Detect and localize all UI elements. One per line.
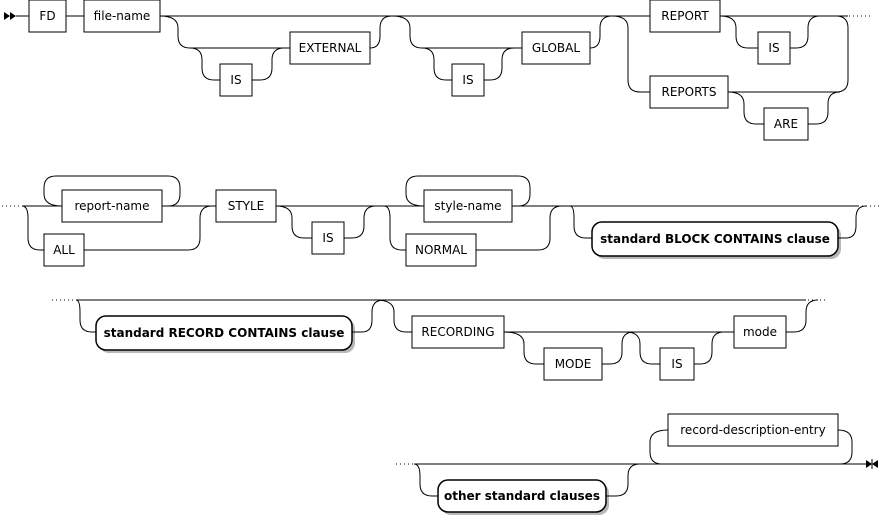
mode-keyword: MODE bbox=[543, 347, 603, 381]
is-external-keyword: IS bbox=[219, 63, 253, 97]
svg-text:GLOBAL: GLOBAL bbox=[532, 41, 580, 55]
svg-text:IS: IS bbox=[462, 73, 473, 87]
reports-keyword: REPORTS bbox=[649, 75, 729, 109]
fd-keyword: FD bbox=[28, 0, 67, 33]
other-standard-clauses: other standard clauses bbox=[437, 479, 609, 515]
style-keyword: STYLE bbox=[215, 189, 277, 223]
svg-text:IS: IS bbox=[322, 231, 333, 245]
record-description-entry-box: record-description-entry bbox=[667, 413, 839, 447]
report-name-box: report-name bbox=[61, 189, 163, 223]
record-contains-clause: standard RECORD CONTAINS clause bbox=[95, 315, 355, 353]
block-contains-clause: standard BLOCK CONTAINS clause bbox=[591, 221, 841, 259]
mode-box: mode bbox=[733, 315, 787, 349]
svg-text:standard BLOCK CONTAINS clause: standard BLOCK CONTAINS clause bbox=[600, 232, 830, 246]
svg-text:IS: IS bbox=[671, 357, 682, 371]
svg-text:record-description-entry: record-description-entry bbox=[680, 423, 825, 437]
end-marker-icon bbox=[866, 459, 878, 469]
svg-text:ALL: ALL bbox=[53, 243, 75, 257]
is-mode-keyword: IS bbox=[659, 347, 695, 381]
svg-text:EXTERNAL: EXTERNAL bbox=[299, 41, 362, 55]
svg-text:IS: IS bbox=[768, 41, 779, 55]
style-name-box: style-name bbox=[423, 189, 513, 223]
file-name-box: file-name bbox=[83, 0, 161, 33]
svg-text:NORMAL: NORMAL bbox=[415, 243, 467, 257]
recording-keyword: RECORDING bbox=[411, 315, 505, 349]
svg-text:style-name: style-name bbox=[434, 199, 501, 213]
normal-keyword: NORMAL bbox=[405, 233, 477, 267]
file-name-label: file-name bbox=[94, 9, 151, 23]
svg-text:standard RECORD CONTAINS claus: standard RECORD CONTAINS clause bbox=[104, 326, 345, 340]
svg-text:RECORDING: RECORDING bbox=[421, 325, 494, 339]
svg-text:REPORTS: REPORTS bbox=[661, 85, 716, 99]
svg-text:MODE: MODE bbox=[555, 357, 592, 371]
row-4: other standard clauses record-descriptio… bbox=[396, 413, 878, 515]
row-2: report-name ALL STYLE IS style-name bbox=[2, 175, 880, 267]
global-keyword: GLOBAL bbox=[521, 31, 591, 65]
svg-text:STYLE: STYLE bbox=[228, 199, 265, 213]
svg-text:mode: mode bbox=[743, 325, 777, 339]
are-keyword: ARE bbox=[763, 107, 809, 141]
svg-text:other standard clauses: other standard clauses bbox=[444, 489, 600, 503]
svg-text:REPORT: REPORT bbox=[661, 9, 709, 23]
start-marker-icon bbox=[4, 12, 16, 20]
is-global-keyword: IS bbox=[451, 63, 485, 97]
row-1: FD file-name IS EXTERNAL IS bbox=[4, 0, 872, 141]
report-keyword: REPORT bbox=[649, 0, 721, 33]
is-style-keyword: IS bbox=[311, 221, 345, 255]
svg-text:IS: IS bbox=[230, 73, 241, 87]
fd-label: FD bbox=[39, 9, 55, 23]
row-3: standard RECORD CONTAINS clause RECORDIN… bbox=[52, 299, 828, 381]
is-report-keyword: IS bbox=[757, 31, 791, 65]
svg-text:ARE: ARE bbox=[774, 117, 798, 131]
all-keyword: ALL bbox=[43, 233, 85, 267]
external-keyword: EXTERNAL bbox=[289, 31, 371, 65]
svg-text:report-name: report-name bbox=[74, 199, 149, 213]
